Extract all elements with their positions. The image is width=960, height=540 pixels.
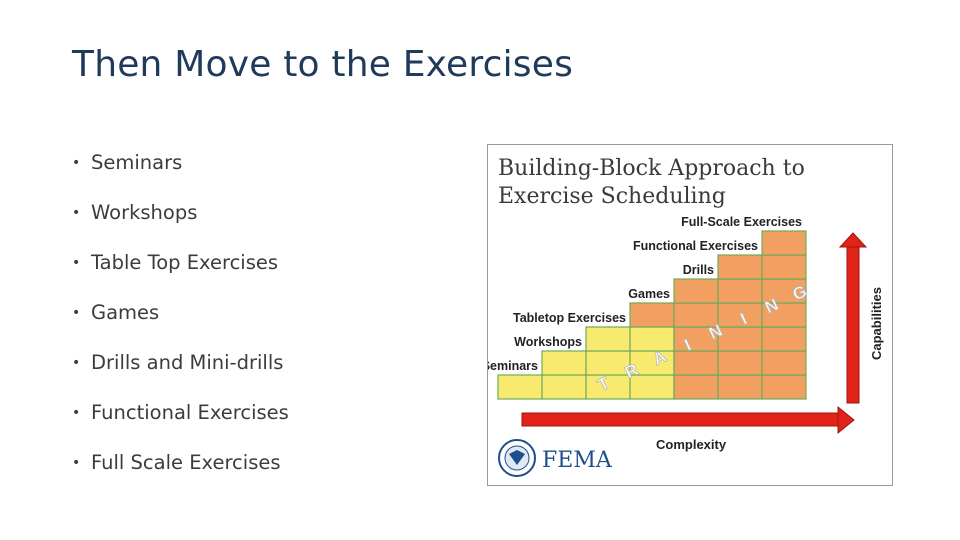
stair-cell [673,326,719,352]
stair-cell [717,326,763,352]
step-label: Seminars [488,359,538,373]
stair-cell [673,374,719,400]
stair-cell [629,374,675,400]
bullet-text: Games [91,301,160,324]
stair-cell [585,350,631,376]
bullet-item: • Full Scale Exercises [72,448,289,498]
stair-cell [629,326,675,352]
bullet-item: • Functional Exercises [72,398,289,448]
step-label: Workshops [514,335,582,349]
stair-cell [717,302,763,328]
step-labels: Seminars Workshops Tabletop ExercisesGames… [488,215,802,373]
bullet-icon: • [72,405,81,421]
stair-cell [761,230,807,256]
bullet-icon: • [72,155,81,171]
complexity-label: Complexity [656,437,727,452]
figure-title-line2: Exercise Scheduling [498,184,726,209]
bullet-item: • Table Top Exercises [72,248,289,298]
fema-logo-text: FEMA [542,448,613,473]
staircase-diagram: Building-Block Approach to Exercise Sche… [488,156,884,477]
stair-cell [761,302,807,328]
bullet-text: Full Scale Exercises [91,451,281,474]
bullet-icon: • [72,355,81,371]
stair-cell [629,350,675,376]
capabilities-arrow [838,232,868,404]
step-label: Games [628,287,670,301]
dhs-seal-icon [498,439,536,477]
step-label: Functional Exercises [633,239,758,253]
stair-cell [497,374,543,400]
figure-title-line1: Building-Block Approach to [498,156,805,181]
stair-cell [717,350,763,376]
step-label: Tabletop Exercises [513,311,626,325]
stair-cell [761,254,807,280]
stair-cell [673,350,719,376]
stair-cell [673,278,719,304]
bullet-item: • Workshops [72,198,289,248]
bullet-list: • Seminars • Workshops • Table Top Exercise… [72,148,289,498]
stair-cell [717,374,763,400]
stair-cell [717,278,763,304]
bullet-text: Table Top Exercises [91,251,279,274]
bullet-item: • Games [72,298,289,348]
stair-cell [541,374,587,400]
step-label: Drills [683,263,714,277]
complexity-arrow [521,405,855,435]
capabilities-label: Capabilities [869,287,884,360]
bullet-icon: • [72,305,81,321]
stair-cell [761,326,807,352]
bullet-icon: • [72,455,81,471]
stair-cell [541,350,587,376]
bullet-item: • Drills and Mini-drills [72,348,289,398]
bullet-text: Drills and Mini-drills [91,351,284,374]
bullet-text: Seminars [91,151,183,174]
bullet-icon: • [72,205,81,221]
bullet-item: • Seminars [72,148,289,198]
building-block-figure: Building-Block Approach to Exercise Sche… [487,144,893,486]
step-label: Full-Scale Exercises [681,215,802,229]
stair-cell [717,254,763,280]
stairs-layer [497,230,807,400]
stair-cell [629,302,675,328]
bullet-text: Functional Exercises [91,401,289,424]
stair-cell [761,374,807,400]
slide-title: Then Move to the Exercises [72,44,574,85]
stair-cell [585,326,631,352]
stair-cell [761,350,807,376]
bullet-text: Workshops [91,201,198,224]
bullet-icon: • [72,255,81,271]
